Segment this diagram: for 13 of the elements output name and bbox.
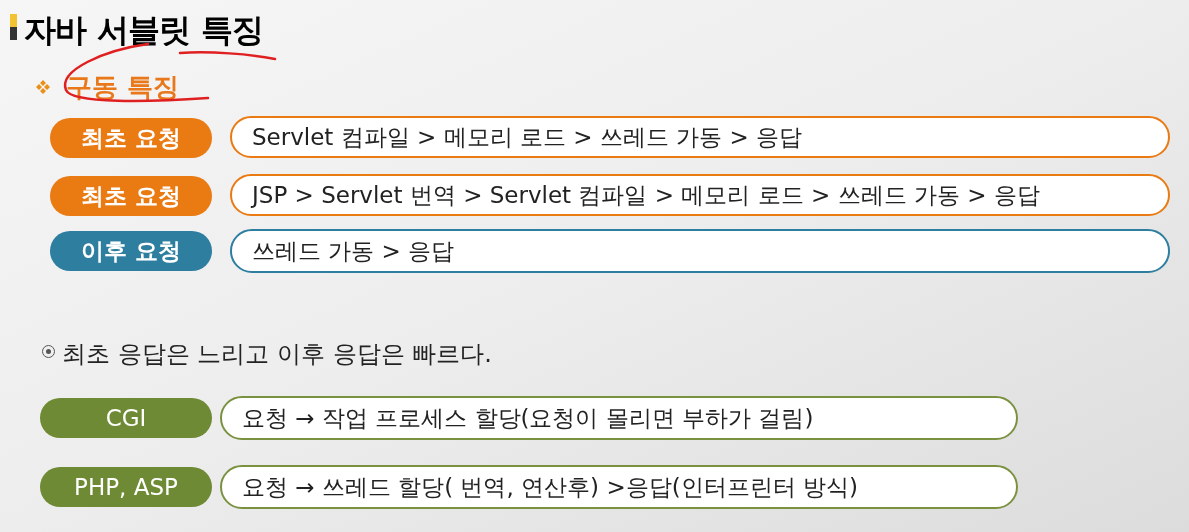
note-text: 최초 응답은 느리고 이후 응답은 빠르다. bbox=[62, 339, 492, 370]
description-box: JSP > Servlet 번역 > Servlet 컴파일 > 메모리 로드 > 쓰레드 가동 > 응답 bbox=[230, 174, 1170, 216]
category-pill: CGI bbox=[40, 398, 212, 438]
description-box: 쓰레드 가동 > 응답 bbox=[230, 229, 1170, 273]
category-pill: 최초 요청 bbox=[50, 118, 212, 158]
description-box: 요청 → 쓰레드 할당( 번역, 연산후) >응답(인터프린터 방식) bbox=[220, 465, 1018, 509]
title: 자바 서블릿 특징 bbox=[24, 10, 264, 51]
description-box: 요청 → 작업 프로세스 할당(요청이 몰리면 부하가 걸림) bbox=[220, 396, 1018, 440]
category-pill: 최초 요청 bbox=[50, 176, 212, 216]
category-pill: 이후 요청 bbox=[50, 231, 212, 271]
subheading: 구동 특징 bbox=[66, 71, 180, 104]
description-box: Servlet 컴파일 > 메모리 로드 > 쓰레드 가동 > 응답 bbox=[230, 116, 1170, 158]
category-pill: PHP, ASP bbox=[40, 467, 212, 507]
